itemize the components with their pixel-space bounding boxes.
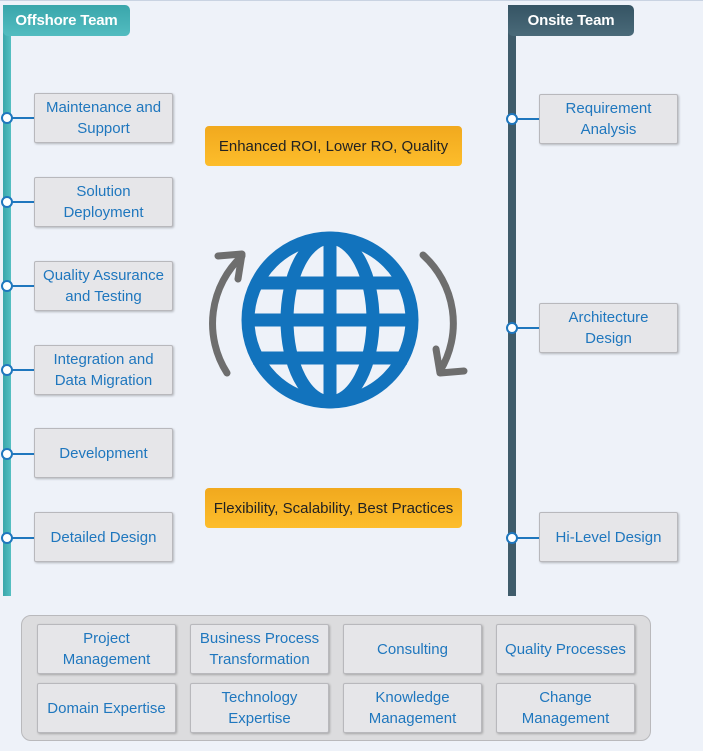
timeline-node — [506, 113, 518, 125]
connector-line — [517, 537, 539, 539]
capability-knowledge-management: Knowledge Management — [343, 683, 482, 733]
timeline-node — [1, 112, 13, 124]
benefits-banner-bottom: Flexibility, Scalability, Best Practices — [205, 488, 462, 528]
rotate-arrow-right-icon — [419, 251, 468, 377]
timeline-node — [1, 196, 13, 208]
offshore-item-integration-migration: Integration and Data Migration — [34, 345, 173, 395]
capability-domain-expertise: Domain Expertise — [37, 683, 176, 733]
globe-icon — [241, 231, 419, 409]
timeline-node — [506, 532, 518, 544]
offshore-item-detailed-design: Detailed Design — [34, 512, 173, 562]
connector-line — [517, 327, 539, 329]
timeline-node — [1, 448, 13, 460]
connector-line — [12, 117, 34, 119]
timeline-node — [1, 280, 13, 292]
connector-line — [12, 369, 34, 371]
offshore-team-header: Offshore Team — [3, 5, 130, 36]
connector-line — [12, 285, 34, 287]
capability-quality-processes: Quality Processes — [496, 624, 635, 674]
benefits-banner-top: Enhanced ROI, Lower RO, Quality — [205, 126, 462, 166]
capability-change-management: Change Management — [496, 683, 635, 733]
onsite-item-requirement-analysis: Requirement Analysis — [539, 94, 678, 144]
timeline-node — [506, 322, 518, 334]
onsite-item-architecture-design: Architecture Design — [539, 303, 678, 353]
timeline-node — [1, 532, 13, 544]
offshore-item-quality-assurance: Quality Assurance and Testing — [34, 261, 173, 311]
rotate-arrow-left-icon — [209, 250, 246, 377]
capability-technology-expertise: Technology Expertise — [190, 683, 329, 733]
offshore-item-maintenance-support: Maintenance and Support — [34, 93, 173, 143]
capability-consulting: Consulting — [343, 624, 482, 674]
capability-business-process-transformation: Business Process Transformation — [190, 624, 329, 674]
offshore-item-solution-deployment: Solution Deployment — [34, 177, 173, 227]
offshore-item-development: Development — [34, 428, 173, 478]
connector-line — [517, 118, 539, 120]
connector-line — [12, 201, 34, 203]
onsite-team-header: Onsite Team — [508, 5, 634, 36]
connector-line — [12, 453, 34, 455]
globe-graphic — [190, 221, 480, 421]
timeline-node — [1, 364, 13, 376]
onsite-timeline-rail — [508, 31, 516, 596]
connector-line — [12, 537, 34, 539]
onsite-item-hi-level-design: Hi-Level Design — [539, 512, 678, 562]
offshore-timeline-rail — [3, 31, 11, 596]
capability-project-management: Project Management — [37, 624, 176, 674]
